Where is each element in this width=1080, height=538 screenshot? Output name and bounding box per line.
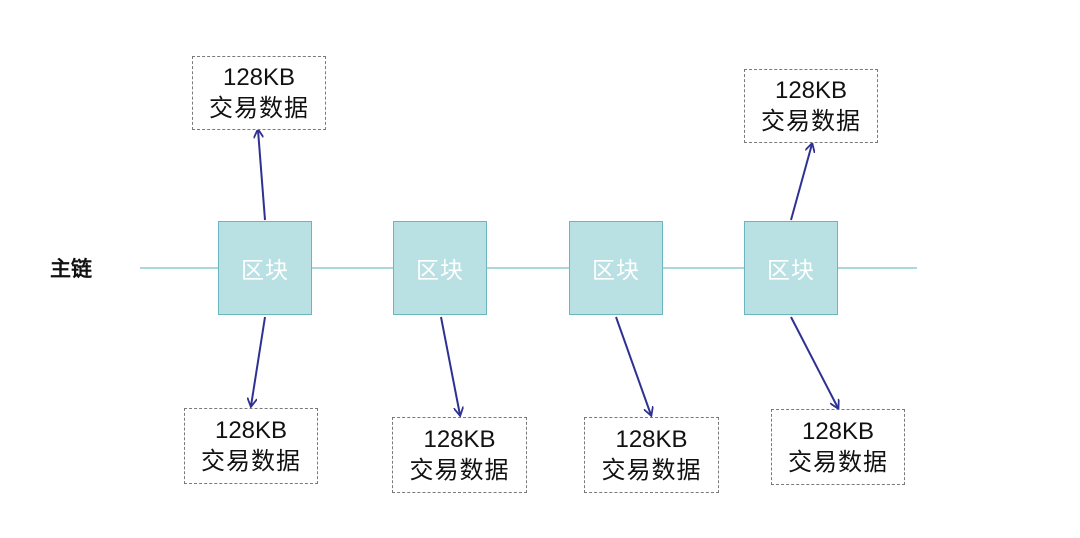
- data-size: 128KB: [423, 426, 496, 453]
- data-size: 128KB: [214, 417, 288, 444]
- block-4-bottom-data-box: 128KB 交易数据: [771, 409, 905, 485]
- arrow-block1-up: [258, 130, 266, 221]
- block-4-label: 区块: [767, 258, 815, 284]
- block-4-top-data-box: 128KB 交易数据: [744, 69, 878, 143]
- data-size: 128KB: [615, 426, 688, 453]
- data-desc: 交易数据: [761, 107, 861, 135]
- data-size: 128KB: [801, 418, 875, 445]
- arrow-block4-down: [790, 316, 838, 408]
- block-3: 区块: [569, 221, 663, 315]
- block-2-bottom-data-box: 128KB 交易数据: [392, 417, 527, 493]
- block-2-label: 区块: [416, 258, 464, 284]
- arrow-block2-down: [440, 316, 460, 415]
- data-size: 128KB: [774, 77, 848, 104]
- block-1: 区块: [218, 221, 312, 315]
- data-size: 128KB: [222, 64, 296, 91]
- arrow-block1-down: [251, 316, 266, 406]
- data-desc: 交易数据: [209, 94, 309, 122]
- block-2: 区块: [393, 221, 487, 315]
- block-1-bottom-data-box: 128KB 交易数据: [184, 408, 318, 484]
- data-desc: 交易数据: [409, 456, 510, 484]
- block-3-label: 区块: [592, 258, 640, 284]
- data-desc: 交易数据: [788, 448, 888, 476]
- data-desc: 交易数据: [201, 447, 301, 475]
- arrow-block3-down: [615, 316, 651, 415]
- block-4: 区块: [744, 221, 838, 315]
- block-1-top-data-box: 128KB 交易数据: [192, 56, 326, 130]
- block-3-bottom-data-box: 128KB 交易数据: [584, 417, 719, 493]
- data-desc: 交易数据: [601, 456, 702, 484]
- block-1-label: 区块: [241, 258, 289, 284]
- main-chain-label: 主链: [50, 257, 92, 281]
- arrow-block4-up: [790, 144, 812, 221]
